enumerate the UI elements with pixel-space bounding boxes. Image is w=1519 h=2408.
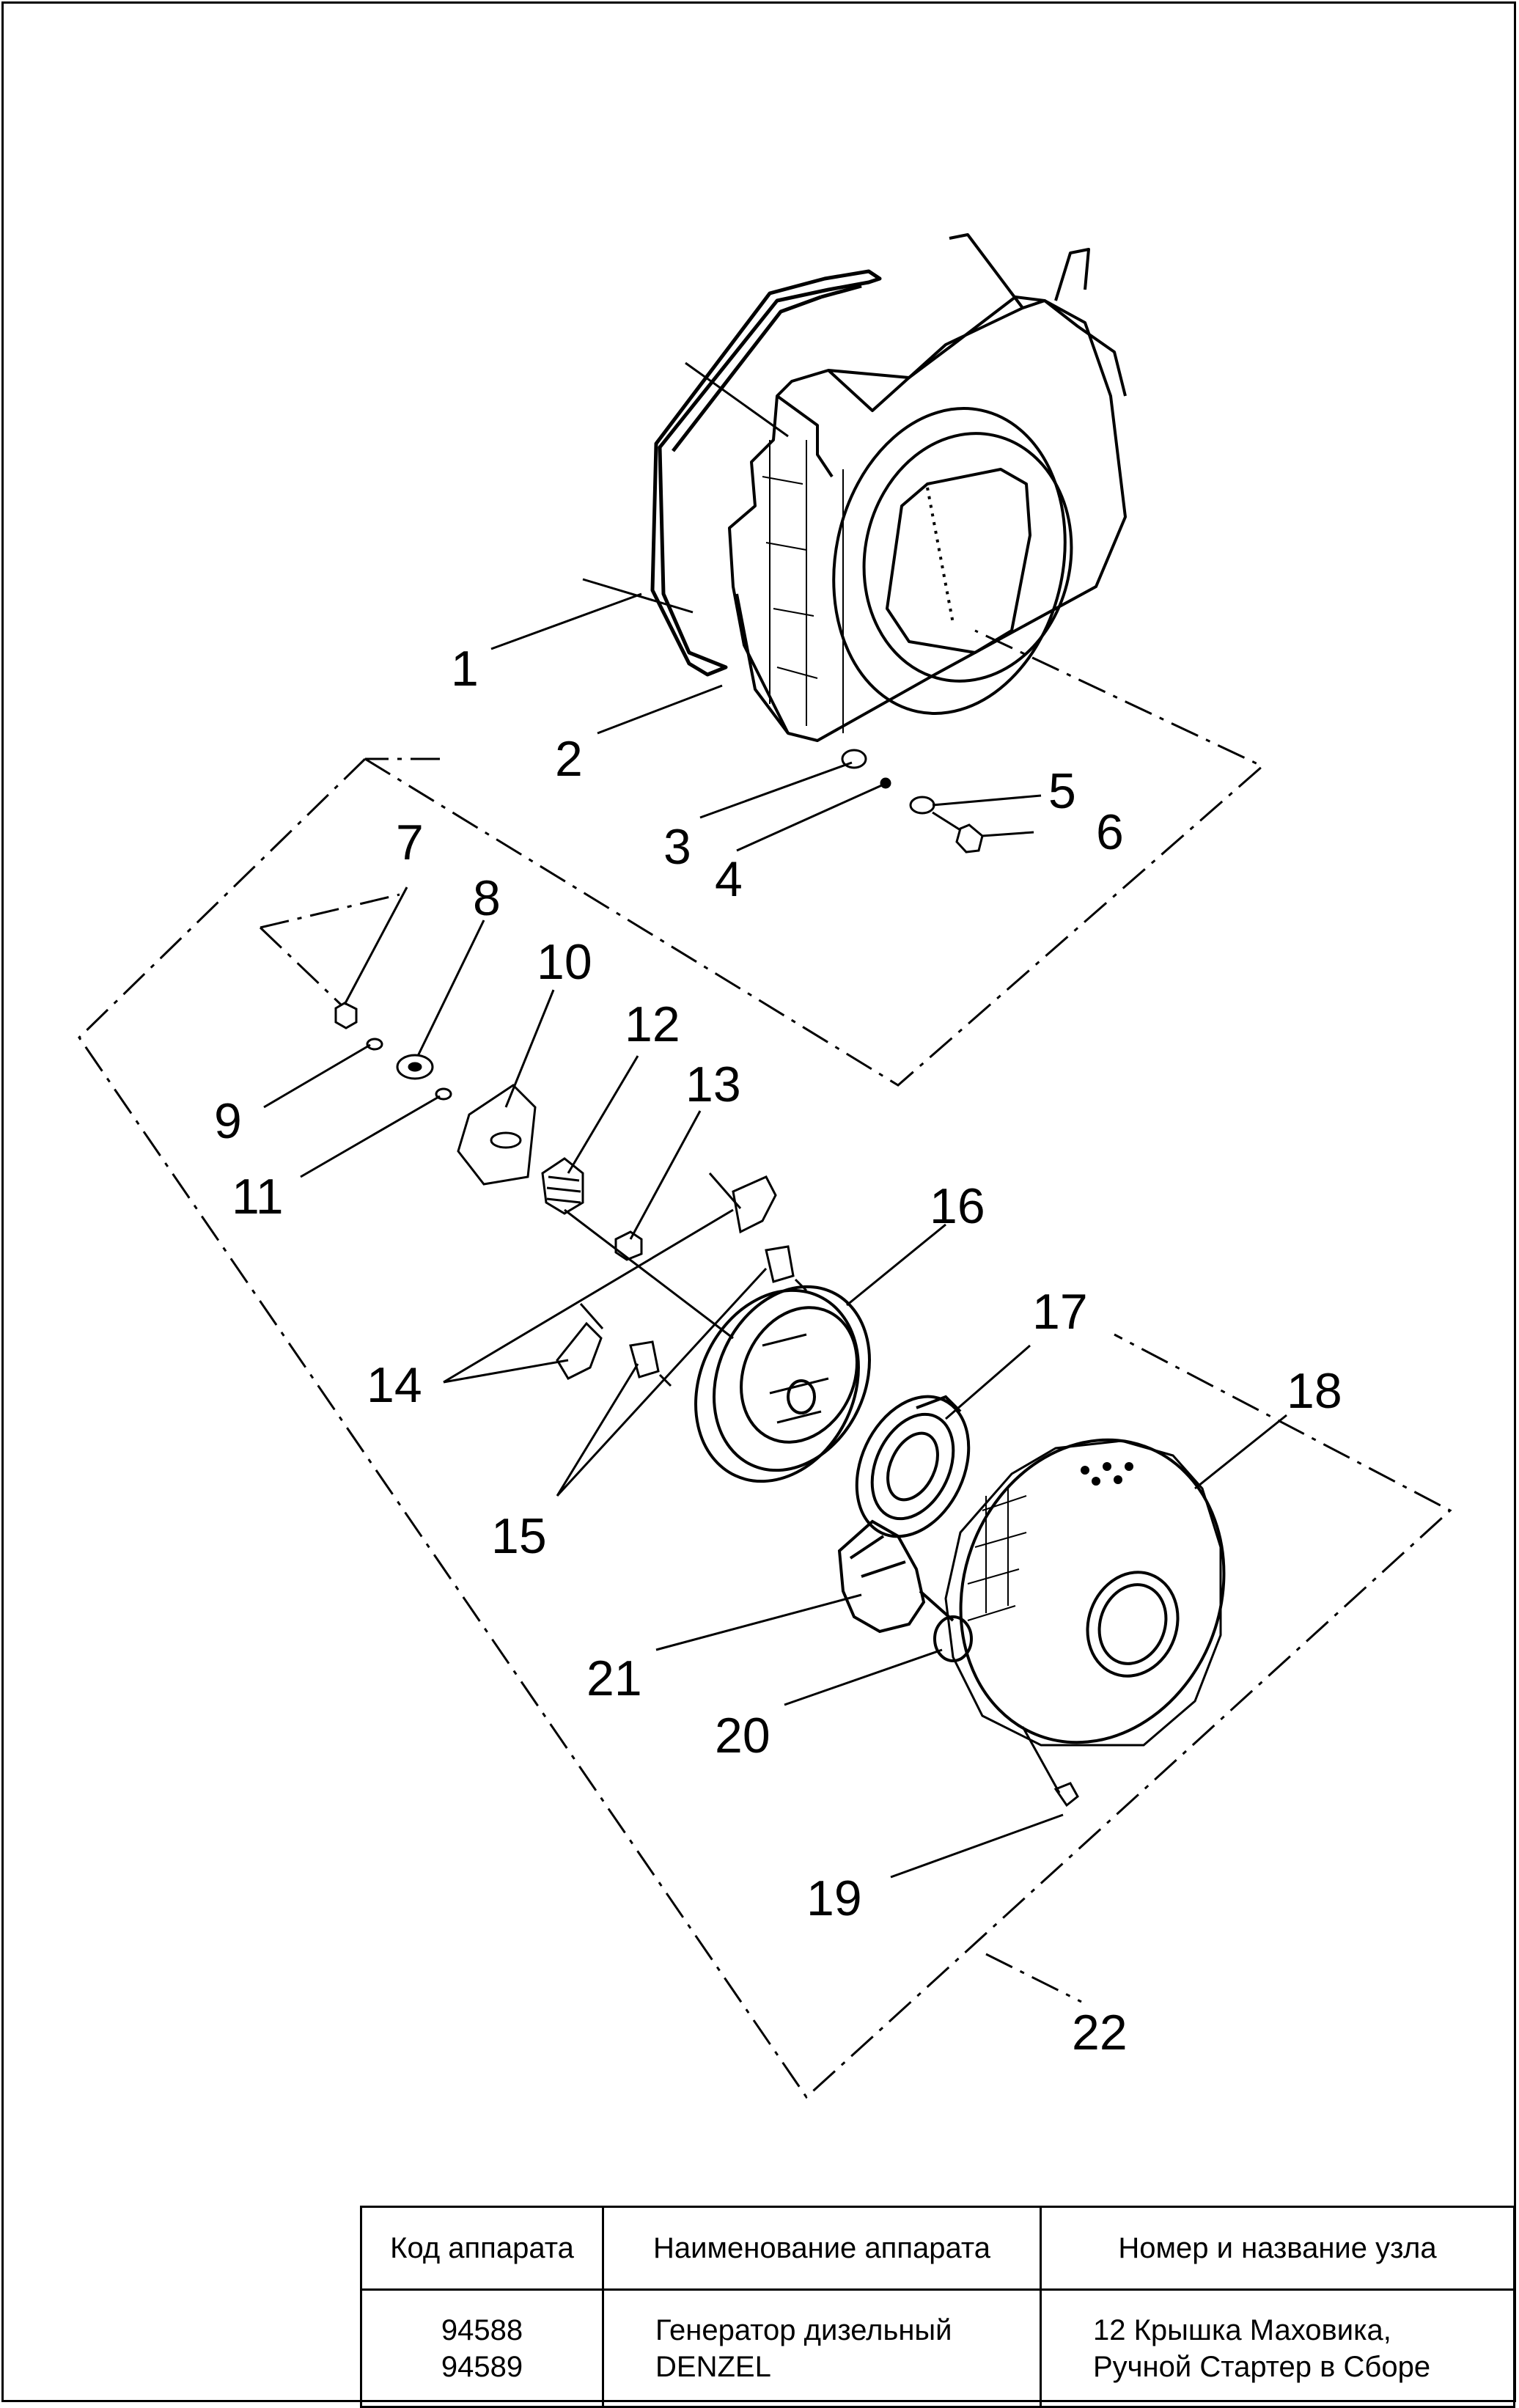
callout-21: 21	[586, 1651, 642, 1706]
spring-part-17	[855, 1395, 971, 1538]
fan-cover-part-2	[728, 233, 1127, 742]
upper-assembly-boundary	[364, 629, 1265, 1087]
node-name-line-2: Ручной Стартер в Сборе	[1093, 2350, 1431, 2383]
exploded-parts-diagram: 1 2 3 4 5 6 7 8 9 10 11 12 13 14 15 16 1…	[78, 233, 1452, 2099]
callout-7: 7	[396, 815, 424, 870]
baffle-part-1	[650, 269, 882, 677]
spacer-part-15b	[629, 1340, 660, 1379]
starter-assembly-boundary	[78, 757, 1452, 2099]
starter-housing-part-18	[944, 1438, 1226, 1747]
title-block-data-row: 94588 94589 Генератор дизельный DENZEL 1…	[360, 2288, 1515, 2408]
device-name-line-1: Генератор дизельный	[655, 2313, 952, 2346]
callout-19: 19	[806, 1871, 862, 1926]
node-name-line-1: 12 Крышка Маховика,	[1093, 2313, 1391, 2346]
leader-7-bracket	[259, 893, 400, 1006]
callout-17: 17	[1032, 1284, 1088, 1340]
washer-part-11	[435, 1087, 452, 1101]
ratchet-part-14b	[556, 1321, 603, 1380]
washer-part-9	[366, 1038, 383, 1051]
leader-lines	[263, 592, 1287, 1879]
cell-node-name: 12 Крышка Маховика, Ручной Стартер в Сбо…	[1040, 2288, 1515, 2408]
callout-labels: 1 2 3 4 5 6 7 8 9 10 11 12 13 14 15 16 1…	[214, 641, 1342, 2060]
handle-part-21	[837, 1519, 926, 1634]
spacer-part-15a	[765, 1245, 795, 1283]
header-device-code: Код аппарата	[360, 2206, 604, 2291]
cell-device-name: Генератор дизельный DENZEL	[602, 2288, 1042, 2408]
ratchet-part-14a	[732, 1175, 777, 1234]
callout-20: 20	[715, 1708, 770, 1763]
callout-9: 9	[214, 1093, 242, 1149]
spring-part-12	[541, 1157, 584, 1215]
leader-22	[985, 1953, 1082, 2003]
callout-10: 10	[537, 934, 592, 990]
washer-part-8	[396, 1054, 434, 1080]
rope-guide-part-20	[919, 1590, 973, 1662]
title-block-header-row: Код аппарата Наименование аппарата Номер…	[360, 2206, 1515, 2291]
callout-11: 11	[232, 1169, 284, 1225]
callout-15: 15	[491, 1508, 547, 1564]
device-code-1: 94588	[441, 2313, 523, 2346]
cam-part-10	[457, 1084, 537, 1186]
header-device-name: Наименование аппарата	[602, 2206, 1042, 2291]
callout-5: 5	[1048, 763, 1076, 819]
callout-16: 16	[930, 1178, 985, 1234]
callout-18: 18	[1287, 1363, 1342, 1419]
nut-part-7	[334, 1002, 358, 1029]
callout-14: 14	[367, 1357, 422, 1413]
callout-8: 8	[473, 870, 501, 926]
title-block-table: Код аппарата Наименование аппарата Номер…	[360, 2206, 1515, 2408]
callout-22: 22	[1072, 2005, 1128, 2060]
callout-12: 12	[625, 996, 680, 1052]
starter-small-parts	[334, 1002, 808, 1387]
pulley-part-16	[694, 1285, 871, 1483]
callout-2: 2	[555, 731, 583, 787]
spring-part-13	[614, 1230, 643, 1261]
cell-device-codes: 94588 94589	[360, 2288, 604, 2408]
callout-4: 4	[715, 851, 743, 907]
callout-1: 1	[451, 641, 479, 697]
bolt-part-19	[1021, 1726, 1079, 1807]
device-name-line-2: DENZEL	[655, 2350, 771, 2383]
fasteners-3-6	[841, 749, 984, 854]
callout-13: 13	[685, 1057, 741, 1112]
callout-6: 6	[1096, 804, 1124, 860]
callout-3: 3	[663, 819, 691, 875]
device-code-2: 94589	[441, 2350, 523, 2383]
header-node-name: Номер и название узла	[1040, 2206, 1515, 2291]
